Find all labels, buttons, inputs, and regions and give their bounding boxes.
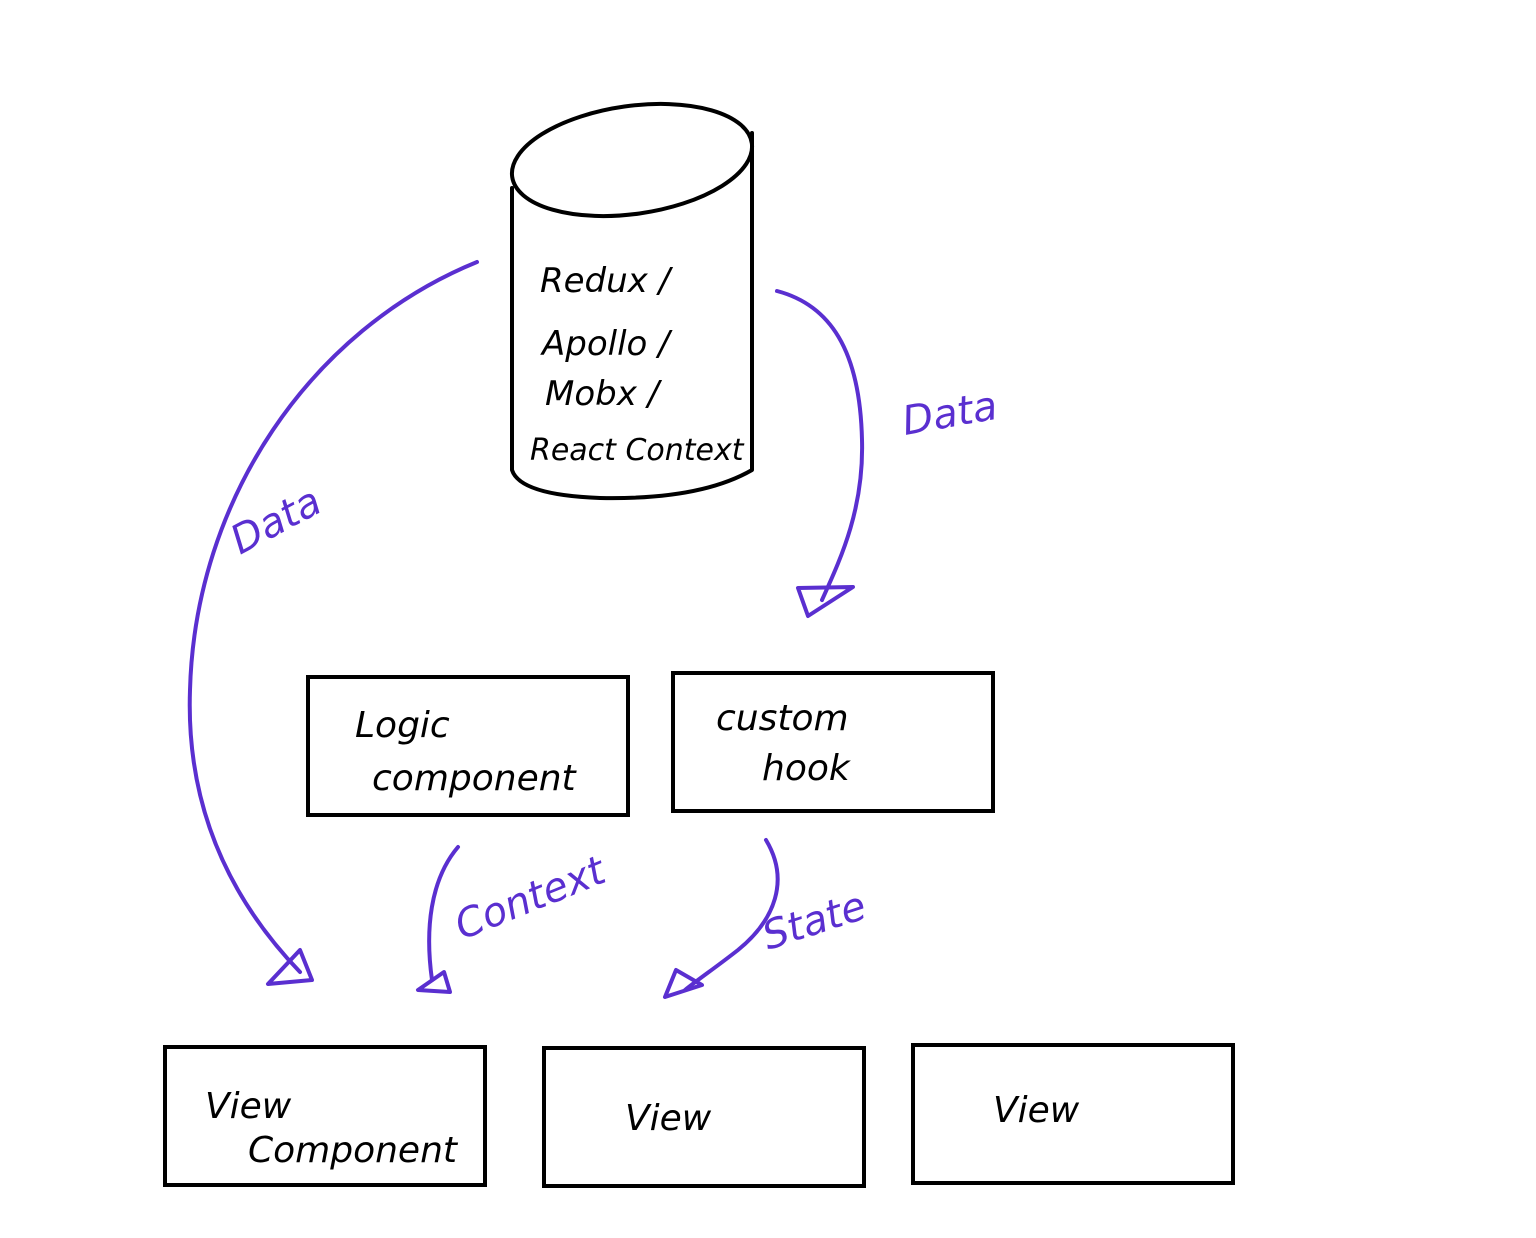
logic-line-1: Logic: [355, 705, 450, 746]
view-component-label: View Component: [205, 1086, 459, 1171]
hook-line-1: custom: [716, 698, 849, 739]
logic-component-label: Logic component: [355, 705, 578, 799]
view-b-label: View: [993, 1090, 1080, 1131]
edge-store-to-view: Data: [187, 260, 479, 986]
logic-line-2: component: [372, 758, 578, 799]
cylinder-body: [510, 131, 754, 501]
edge-logic-to-view-label: Context: [449, 847, 613, 949]
store-line-4: React Context: [530, 433, 745, 468]
view-box-a: View: [542, 1046, 866, 1188]
edge-hook-to-view: State: [663, 838, 872, 999]
view-component-line-1: View: [205, 1086, 292, 1127]
hook-line-2: hook: [762, 748, 852, 789]
data-store-cylinder: Redux / Apollo / Mobx / React Context: [509, 101, 755, 501]
view-component-line-2: Component: [248, 1130, 459, 1171]
store-line-3: Mobx /: [545, 374, 663, 414]
edge-hook-to-view-curve: [683, 838, 780, 992]
edge-store-to-hook-curve: [775, 289, 865, 602]
view-b-line-1: View: [993, 1090, 1080, 1131]
edge-store-to-hook-label: Data: [899, 383, 1001, 445]
edge-logic-to-view-curve: [427, 845, 460, 982]
edge-store-to-hook-arrowhead: [796, 585, 855, 618]
view-box-b: View: [911, 1043, 1235, 1185]
edge-logic-to-view-arrowhead: [416, 970, 452, 994]
edge-store-to-hook: Data: [775, 289, 1001, 618]
custom-hook-label: custom hook: [716, 698, 860, 789]
edge-store-to-view-curve: [187, 260, 479, 974]
view-a-line-1: View: [625, 1098, 712, 1139]
custom-hook-box: custom hook: [671, 671, 995, 813]
store-label: Redux / Apollo / Mobx / React Context: [530, 261, 745, 468]
store-line-2: Apollo /: [540, 324, 673, 364]
edge-logic-to-view: Context: [416, 845, 613, 994]
logic-component-box: Logic component: [306, 675, 630, 817]
view-a-label: View: [625, 1098, 712, 1139]
edge-store-to-view-arrowhead: [266, 948, 314, 986]
store-line-1: Redux /: [540, 261, 674, 301]
edge-hook-to-view-arrowhead: [663, 968, 704, 999]
view-component-box: View Component: [163, 1045, 487, 1187]
cylinder-top: [509, 101, 755, 219]
